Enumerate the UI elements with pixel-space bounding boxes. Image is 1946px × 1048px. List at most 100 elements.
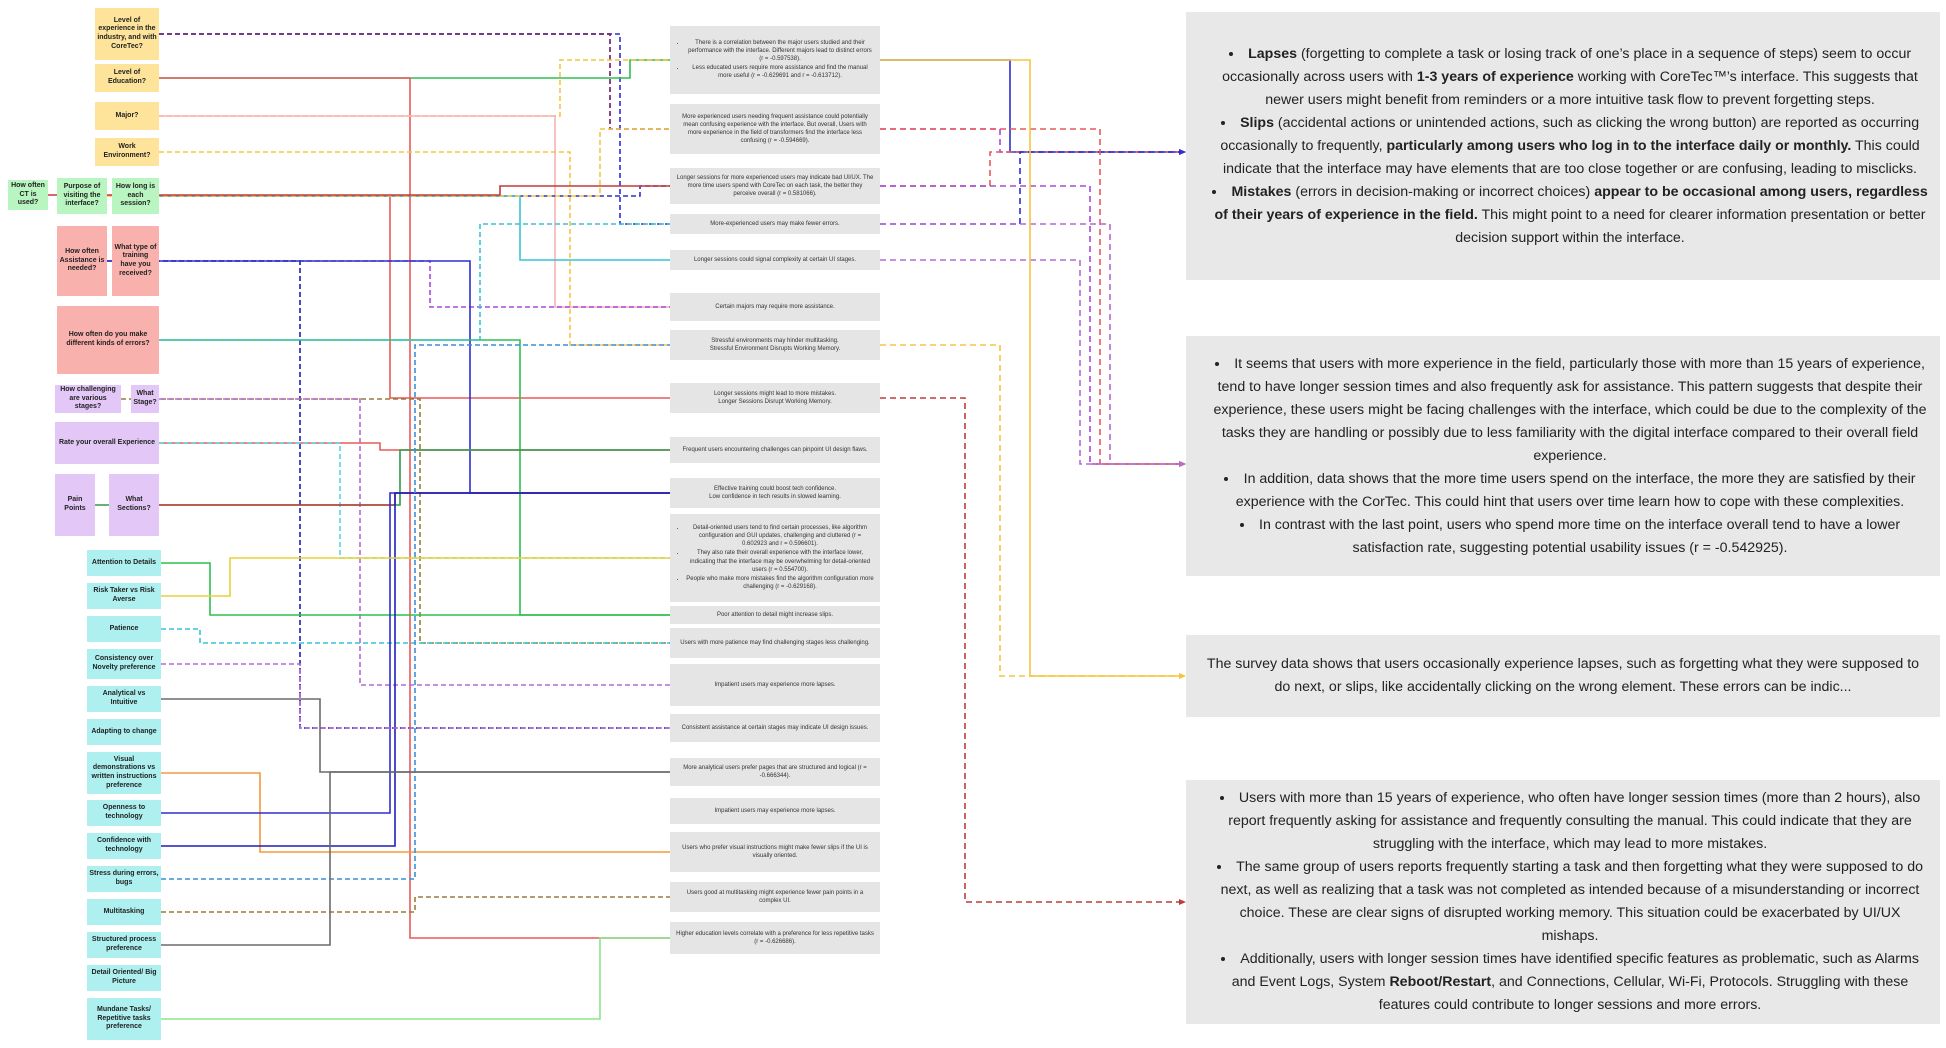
finding-text: Longer sessions could signal complexity … (693, 256, 857, 263)
connector-line (159, 339, 670, 616)
connector-line (159, 115, 670, 308)
connector-line (121, 398, 670, 644)
connector-line (159, 195, 670, 399)
connector-line (159, 260, 670, 494)
body-text: working with CoreTec™’s interface. This … (1265, 68, 1918, 108)
finding-bullet: People who make more mistakes find the a… (686, 575, 874, 591)
finding-text: More analytical users prefer pages that … (683, 764, 867, 779)
connector-line (159, 195, 670, 261)
finding-text: More experienced users needing frequent … (682, 113, 868, 145)
finding-text: Consistent assistance at certain stages … (681, 724, 869, 731)
connector-line (161, 628, 670, 644)
arrowhead-icon (1179, 149, 1186, 155)
question-node-errors: How often do you make different kinds of… (57, 306, 159, 374)
finding-note: Consistent assistance at certain stages … (670, 714, 880, 742)
connector-line (880, 59, 1180, 677)
insight-bullet: The same group of users reports frequent… (1212, 856, 1928, 948)
question-node-openness: Openness to technology (87, 800, 161, 826)
connector-line (880, 397, 1180, 903)
question-node-patience: Patience (87, 616, 161, 642)
arrowhead-icon (1179, 461, 1186, 467)
finding-note: More-experienced users may make fewer er… (670, 214, 880, 234)
emphasis-text: Lapses (1248, 45, 1297, 62)
insight-summary-text: The survey data shows that users occasio… (1206, 656, 1920, 695)
question-node-ct-use: How often CT is used? (8, 180, 48, 210)
question-node-stage: What Stage? (131, 385, 159, 413)
connector-line (880, 151, 1180, 187)
finding-bullet: There is a correlation between the major… (686, 39, 874, 63)
connector-line (880, 259, 1180, 465)
emphasis-text: Slips (1240, 114, 1274, 131)
finding-note: Poor attention to detail might increase … (670, 606, 880, 624)
connector-line (159, 492, 670, 506)
arrowhead-icon (1179, 673, 1186, 679)
connector-line (159, 442, 670, 559)
insight-bullet: Lapses (forgetting to complete a task or… (1212, 43, 1928, 112)
connector-line (159, 77, 670, 939)
finding-note: Users who prefer visual instructions mig… (670, 832, 880, 872)
insight-panel: Lapses (forgetting to complete a task or… (1186, 12, 1940, 280)
insight-bullet: Users with more than 15 years of experie… (1212, 787, 1928, 856)
insight-bullet: Slips (accidental actions or unintended … (1212, 112, 1928, 181)
connector-line (880, 185, 1180, 465)
question-node-overall: Rate your overall Experience (55, 422, 159, 464)
finding-text: Effective training could boost tech conf… (714, 485, 836, 492)
question-node-bigpicture: Detail Oriented/ Big Picture (87, 965, 161, 991)
finding-note: More experienced users needing frequent … (670, 104, 880, 154)
connector-line (159, 33, 670, 225)
question-node-work-env: Work Environment? (95, 138, 159, 166)
question-node-purpose: Purpose of visiting the interface? (57, 178, 107, 214)
finding-text: Higher education levels correlate with a… (676, 930, 874, 945)
question-node-confidence: Confidence with technology (87, 833, 161, 859)
finding-note: Longer sessions might lead to more mista… (670, 383, 880, 413)
arrowhead-icon (1179, 673, 1186, 679)
question-node-stress: Stress during errors, bugs (87, 866, 161, 892)
question-node-training: What type of training have you received? (112, 226, 159, 296)
finding-note: Longer sessions for more experienced use… (670, 168, 880, 204)
question-node-pain: Pain Points (55, 474, 95, 536)
question-node-sections: What Sections? (109, 474, 159, 536)
connector-line (880, 151, 1180, 225)
connector-line (161, 937, 670, 1020)
body-text: It seems that users with more experience… (1213, 355, 1927, 464)
arrowhead-icon (1179, 461, 1186, 467)
finding-text: Users who prefer visual instructions mig… (682, 844, 868, 859)
connector-line (159, 223, 670, 341)
emphasis-text: particularly among users who log in to t… (1386, 137, 1852, 154)
question-node-mundane: Mundane Tasks/ Repetitive tasks preferen… (87, 998, 161, 1040)
connector-line (161, 772, 670, 853)
body-text: (errors in decision-making or incorrect … (1291, 183, 1595, 200)
connector-line (161, 896, 670, 913)
finding-text: Stressful environments may hinder multit… (711, 337, 839, 344)
finding-text: More-experienced users may make fewer er… (710, 220, 840, 227)
insight-bullet: Mistakes (errors in decision-making or i… (1212, 181, 1928, 250)
finding-text: Low confidence in tech results in slowed… (709, 494, 841, 500)
emphasis-text: Mistakes (1231, 183, 1292, 200)
arrowhead-icon (1179, 149, 1186, 155)
emphasis-text: Reboot/Restart (1389, 974, 1492, 990)
finding-note: There is a correlation between the major… (670, 26, 880, 94)
finding-note: Certain majors may require more assistan… (670, 293, 880, 321)
question-node-adapting: Adapting to change (87, 719, 161, 745)
finding-text: Poor attention to detail might increase … (716, 611, 834, 618)
body-text: In contrast with the last point, users w… (1259, 516, 1901, 556)
connector-line (161, 562, 670, 616)
question-node-multitasking: Multitasking (87, 899, 161, 925)
arrowhead-icon (1179, 149, 1186, 155)
finding-bullet: Detail-oriented users tend to find certa… (686, 524, 874, 548)
finding-note: Impatient users may experience more laps… (670, 664, 880, 706)
arrowhead-icon (1179, 461, 1186, 467)
finding-note: Users with more patience may find challe… (670, 628, 880, 658)
body-text: Users with more than 15 years of experie… (1228, 790, 1921, 852)
finding-text: Impatient users may experience more laps… (714, 807, 836, 814)
insight-bullet: Additionally, users with longer session … (1212, 948, 1928, 1017)
arrowhead-icon (1179, 461, 1186, 467)
insight-bullet: In addition, data shows that the more ti… (1212, 468, 1928, 514)
finding-note: Detail-oriented users tend to find certa… (670, 514, 880, 602)
question-node-consistency: Consistency over Novelty preference (87, 649, 161, 679)
finding-note: Higher education levels correlate with a… (670, 922, 880, 954)
emphasis-text: appear to be occasional among users, reg… (1214, 183, 1928, 223)
finding-bullet: They also rate their overall experience … (686, 549, 874, 573)
connector-line (95, 449, 670, 506)
connector-line (159, 151, 670, 346)
